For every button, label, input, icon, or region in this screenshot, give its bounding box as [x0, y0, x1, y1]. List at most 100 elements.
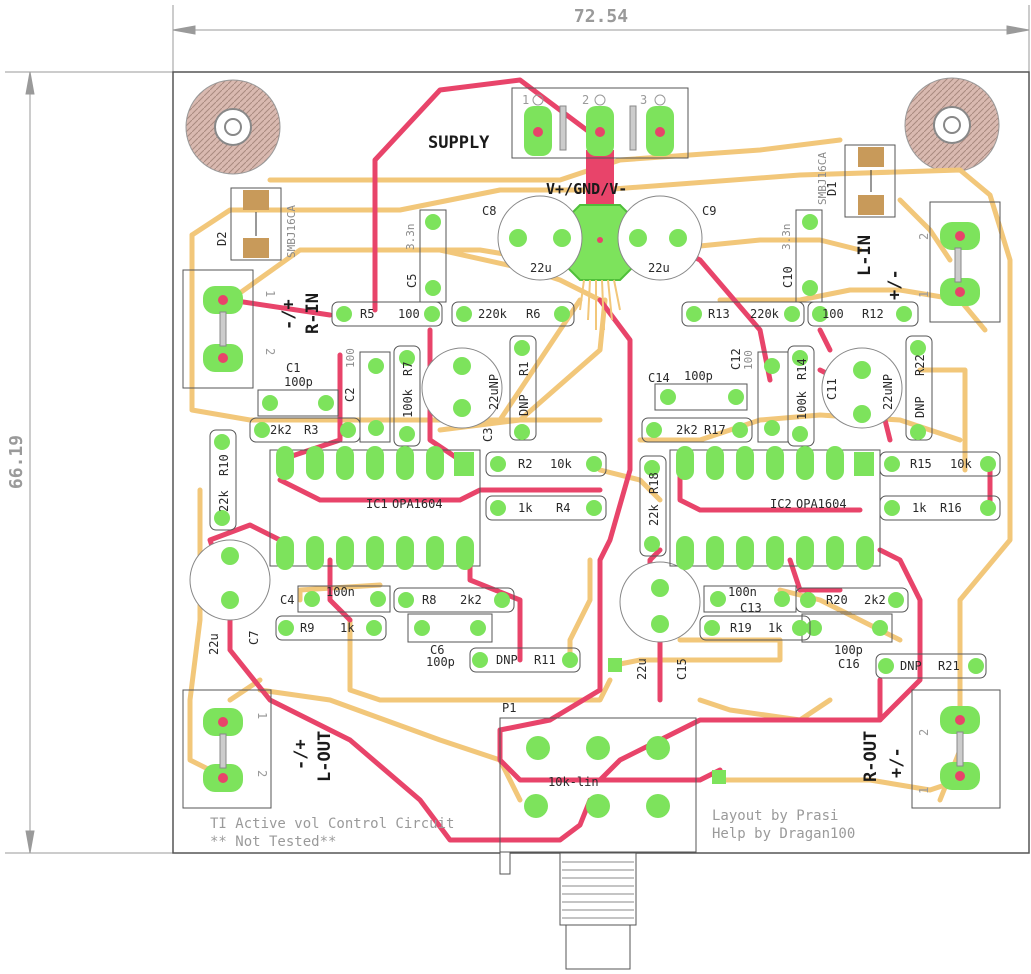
c7-value: 22u: [207, 633, 221, 655]
tvs-diode-d1: [844, 144, 896, 218]
resistor-r8: [393, 587, 515, 613]
resistor-r14: [787, 345, 815, 447]
l-out-pin-2: 2: [255, 770, 269, 777]
r2-ref: R2: [518, 457, 532, 471]
c4-ref: C4: [280, 593, 294, 607]
resistor-r2: [485, 451, 607, 477]
l-in-polarity: +/-: [885, 269, 905, 300]
note-credit-layout: Layout by Prasi: [712, 808, 838, 824]
c12-value: 100: [742, 350, 755, 370]
note-title: TI Active vol Control Circuit: [210, 816, 454, 832]
l-in-pin-1: 1: [917, 291, 931, 298]
c11-value: 22uNP: [881, 374, 895, 410]
cap-c1: [257, 389, 339, 417]
resistor-r3: [249, 417, 361, 443]
r9-ref: R9: [300, 621, 314, 635]
r-out-pin-2: 2: [917, 729, 931, 736]
resistor-r17: [641, 417, 753, 443]
c9-ref: C9: [702, 204, 716, 218]
dimension-width: [172, 5, 1030, 72]
cap-c11: [821, 347, 903, 429]
ic1-part: OPA1604: [392, 497, 443, 511]
note-status: ** Not Tested**: [210, 834, 336, 850]
cap-c10: [795, 209, 823, 303]
d2-part: SMBJ16CA: [285, 205, 298, 258]
r15-ref: R15: [910, 457, 932, 471]
r14-ref: R14: [795, 358, 809, 380]
supply-pin-3: 3: [640, 93, 647, 107]
cap-c3: [421, 347, 503, 429]
dimension-height: [5, 71, 173, 854]
resistor-r5: [331, 301, 443, 327]
c1-value: 100p: [284, 375, 313, 389]
r19-ref: R19: [730, 621, 752, 635]
dimension-height-label: 66.19: [6, 435, 27, 489]
cap-c7: [189, 539, 271, 621]
mounting-hole-right: [904, 77, 1000, 173]
c3-ref: C3: [481, 428, 495, 442]
l-out-terminal: [182, 689, 272, 809]
ic2-footprint: [669, 446, 881, 570]
resistor-r4: [485, 495, 607, 521]
c10-ref: C10: [781, 266, 795, 288]
resistor-r21: [875, 653, 987, 679]
c13-ref: C13: [740, 601, 762, 615]
r13-ref: R13: [708, 307, 730, 321]
c8-value: 22u: [530, 261, 552, 275]
d1-part: SMBJ16CA: [816, 152, 829, 205]
tvs-diode-d2: [230, 187, 282, 261]
r1-ref: R1: [517, 362, 531, 376]
r20-ref: R20: [826, 593, 848, 607]
r-out-terminal: [911, 689, 1001, 809]
l-in-label: L-IN: [855, 235, 875, 276]
cap-c4: [297, 585, 391, 613]
r-out-pin-1: 1: [917, 787, 931, 794]
resistor-r10: [209, 429, 237, 531]
c3-value: 22uNP: [487, 374, 501, 410]
resistor-r1: [509, 335, 537, 441]
r20-value: 2k2: [864, 593, 886, 607]
r5-ref: R5: [360, 307, 374, 321]
resistor-r7: [393, 345, 421, 447]
cap-c2: [359, 351, 391, 443]
note-credit-help: Help by Dragan100: [712, 826, 855, 842]
l-in-terminal: [929, 201, 1001, 323]
r-in-pin-1: 1: [263, 290, 277, 297]
r17-value: 2k2: [676, 423, 698, 437]
c4-value: 100n: [326, 585, 355, 599]
r21-value: DNP: [900, 659, 922, 673]
resistor-r19: [699, 615, 811, 641]
cap-c14: [654, 383, 748, 411]
mounting-hole-left: [185, 79, 281, 175]
bottom-copper-traces: [187, 137, 1013, 803]
r19-value: 1k: [768, 621, 783, 635]
r13-value: 220k: [750, 307, 780, 321]
p1-value: 10k-lin: [548, 775, 599, 789]
r16-value: 1k: [912, 501, 927, 515]
l-in-pin-2: 2: [917, 233, 931, 240]
l-out-label: L-OUT: [315, 731, 335, 782]
r-in-polarity: -/+: [279, 299, 299, 330]
dimension-width-label: 72.54: [574, 6, 628, 27]
r14-value: 100k: [795, 390, 809, 420]
l-out-polarity: -/+: [291, 739, 311, 770]
r11-ref: R11: [534, 653, 556, 667]
cap-c6: [407, 613, 493, 643]
supply-pin-1: 1: [522, 93, 529, 107]
resistor-r13: [681, 301, 805, 327]
r22-ref: R22: [913, 354, 927, 376]
r1-value: DNP: [517, 394, 531, 416]
r18-value: 22k: [647, 504, 661, 526]
r12-ref: R12: [862, 307, 884, 321]
cap-c8: [497, 195, 583, 281]
c9-value: 22u: [648, 261, 670, 275]
supply-terminal-block: [511, 87, 689, 159]
c15-value: 22u: [635, 658, 649, 680]
r9-value: 1k: [340, 621, 355, 635]
c14-ref: C14: [648, 371, 670, 385]
r3-ref: R3: [304, 423, 318, 437]
r11-value: DNP: [496, 653, 518, 667]
r6-value: 220k: [478, 307, 508, 321]
